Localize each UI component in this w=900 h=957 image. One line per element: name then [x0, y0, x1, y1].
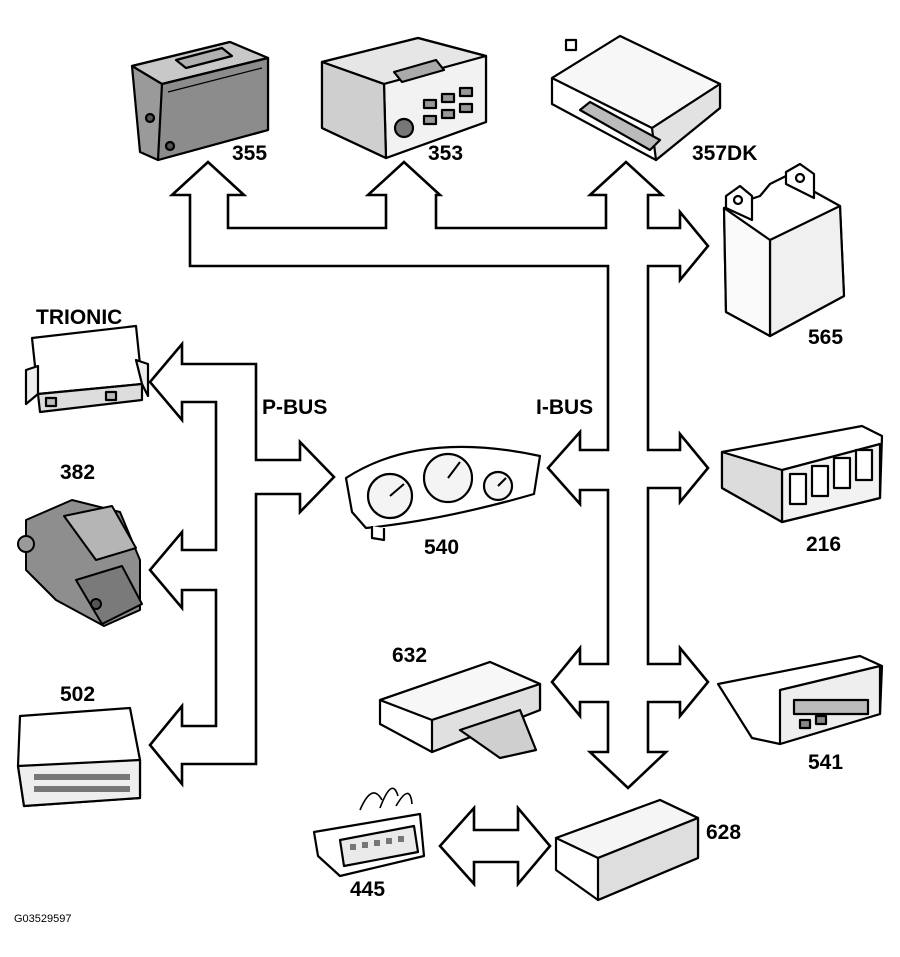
module-trionic-ecu-icon	[24, 324, 150, 414]
module-502-icon	[16, 706, 142, 808]
module-445-obd-connector-icon	[312, 787, 426, 878]
module-632-icon	[378, 660, 542, 760]
label-353: 353	[428, 142, 464, 165]
module-541-display-icon	[716, 654, 884, 746]
module-502-pins	[34, 774, 130, 792]
module-565-icon	[722, 162, 846, 338]
label-632: 632	[392, 644, 428, 667]
p-bus-network	[148, 340, 336, 788]
label-382: 382	[60, 461, 96, 484]
module-628-icon	[554, 798, 700, 902]
module-357dk-icon	[550, 34, 722, 162]
i-bus-network	[168, 160, 710, 790]
label-540: 540	[424, 536, 460, 559]
i-bus-outline	[168, 160, 710, 790]
label-502: 502	[60, 683, 96, 706]
module-382-abs-unit-icon	[17, 499, 143, 627]
module-540-instrument-cluster-icon	[344, 445, 542, 542]
label-355: 355	[232, 142, 268, 165]
p-bus-outline	[148, 340, 336, 788]
module-353-radio-icon	[320, 36, 488, 160]
label-p-bus: P-BUS	[262, 396, 328, 419]
figure-id: G03529597	[14, 913, 72, 925]
label-216: 216	[806, 533, 842, 556]
label-541: 541	[808, 751, 844, 774]
label-i-bus: I-BUS	[536, 396, 594, 419]
module-216-climate-panel-icon	[720, 424, 884, 524]
label-565: 565	[808, 326, 844, 349]
module-355-cd-changer-icon	[130, 40, 270, 162]
obd-link-arrow	[438, 804, 552, 888]
label-628: 628	[706, 821, 742, 844]
label-445: 445	[350, 878, 386, 901]
label-trionic: TRIONIC	[36, 306, 123, 329]
label-357dk: 357DK	[692, 142, 758, 165]
